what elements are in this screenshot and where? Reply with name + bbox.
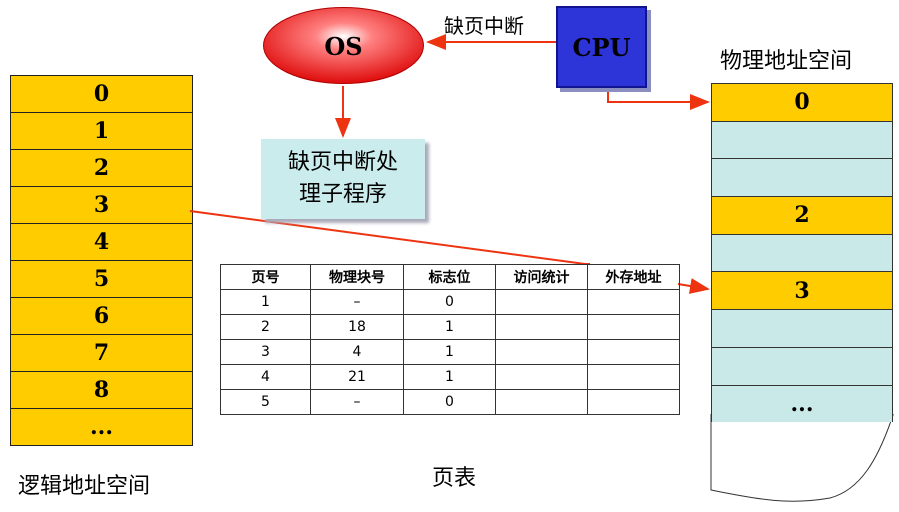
physical-space-bottom (710, 414, 894, 502)
table-cell: 1 (403, 364, 496, 390)
logical-page: 3 (11, 187, 192, 224)
cpu-label: CPU (572, 32, 631, 62)
logical-page: ... (11, 409, 192, 446)
logical-page: 8 (11, 372, 192, 409)
frame-cell (711, 346, 893, 385)
table-row: 4 21 1 (220, 364, 680, 390)
frame-cell: 2 (711, 196, 893, 234)
header-frame-number: 物理块号 (310, 264, 404, 290)
table-cell: 3 (220, 339, 311, 365)
table-row: 5 – 0 (220, 389, 680, 415)
header-page-number: 页号 (220, 264, 311, 290)
cpu-node: CPU (556, 6, 647, 88)
table-cell: 0 (403, 289, 496, 315)
header-external-address: 外存地址 (587, 264, 680, 290)
table-cell (587, 389, 680, 415)
page-table: 页号 物理块号 标志位 访问统计 外存地址 1 – 0 2 18 1 3 4 1… (220, 264, 680, 415)
table-cell (495, 314, 588, 340)
table-to-frame-arrow (677, 278, 710, 294)
table-cell (495, 389, 588, 415)
frame-cell: 0 (711, 83, 893, 121)
frame-cell: ... (711, 384, 893, 423)
table-cell: 4 (310, 339, 404, 365)
os-node: OS (263, 7, 424, 84)
logical-space-caption: 逻辑地址空间 (18, 474, 151, 499)
frame-cell (711, 233, 893, 272)
header-flag: 标志位 (403, 264, 496, 290)
frame-cell (711, 158, 893, 197)
table-header-row: 页号 物理块号 标志位 访问统计 外存地址 (220, 264, 680, 290)
table-cell: 5 (220, 389, 311, 415)
table-cell: 2 (220, 314, 311, 340)
frame-cell (711, 309, 893, 347)
frame-cell (711, 120, 893, 159)
table-cell (587, 364, 680, 390)
table-cell: – (310, 389, 404, 415)
table-cell: 1 (220, 289, 311, 315)
handler-line-2: 理子程序 (298, 182, 387, 207)
os-label: OS (324, 32, 362, 61)
handler-line-1: 缺页中断处 (287, 150, 398, 175)
table-cell (587, 339, 680, 365)
table-cell: 4 (220, 364, 311, 390)
logical-page: 6 (11, 298, 192, 335)
table-row: 2 18 1 (220, 314, 680, 340)
cpu-to-frame-arrow (607, 90, 710, 110)
logical-page: 5 (11, 261, 192, 298)
table-cell (587, 314, 680, 340)
header-access-stats: 访问统计 (495, 264, 588, 290)
page-table-caption: 页表 (432, 466, 477, 491)
frame-cell: 3 (711, 271, 893, 310)
table-cell (495, 339, 588, 365)
table-cell: 0 (403, 389, 496, 415)
table-cell: 1 (403, 314, 496, 340)
logical-address-space: 0 1 2 3 4 5 6 7 8 ... (10, 75, 193, 446)
page-fault-handler: 缺页中断处 理子程序 (261, 139, 425, 219)
interrupt-label: 缺页中断 (444, 14, 524, 38)
table-row: 1 – 0 (220, 289, 680, 315)
table-cell: 18 (310, 314, 404, 340)
table-cell (495, 364, 588, 390)
physical-address-space: 0 2 3 ... (711, 83, 893, 423)
logical-page: 2 (11, 150, 192, 187)
logical-page: 7 (11, 335, 192, 372)
table-cell: 1 (403, 339, 496, 365)
table-cell (587, 289, 680, 315)
table-row: 3 4 1 (220, 339, 680, 365)
table-cell: – (310, 289, 404, 315)
physical-space-title: 物理地址空间 (720, 49, 853, 74)
table-cell (495, 289, 588, 315)
table-cell: 21 (310, 364, 404, 390)
logical-page: 1 (11, 113, 192, 150)
logical-page: 0 (11, 76, 192, 113)
logical-page: 4 (11, 224, 192, 261)
